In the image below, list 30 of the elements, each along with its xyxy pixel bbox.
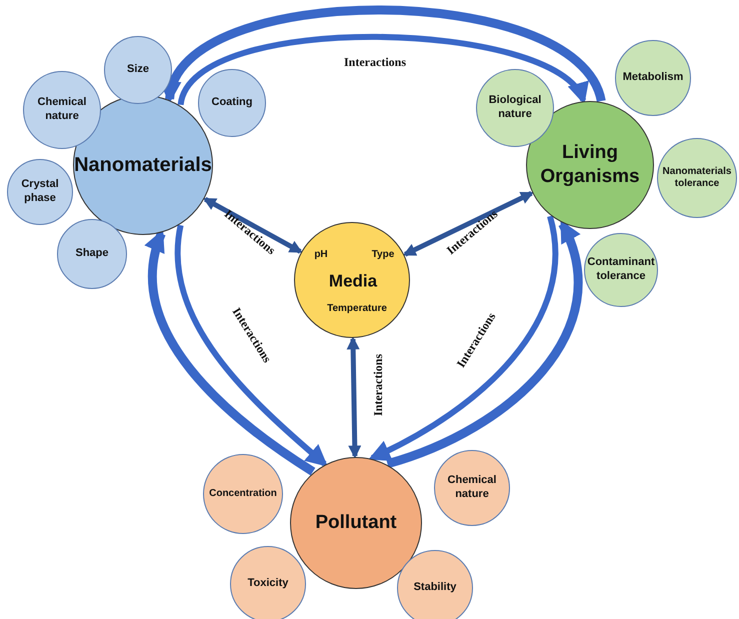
node-label: Coating (210, 96, 254, 110)
node-label: Nanomaterials tolerance (662, 166, 732, 190)
interaction-arrow (174, 224, 328, 467)
interaction-arrow (178, 34, 586, 106)
node-label: Biological nature (488, 94, 542, 122)
node-label: Crystal phase (20, 178, 60, 206)
node-label: Metabolism (622, 71, 684, 85)
node-label: Toxicity (246, 577, 290, 591)
node-label: Pollutant (314, 511, 398, 535)
node-label: Living Organisms (539, 141, 641, 189)
node-label: Media (328, 270, 378, 292)
node-label: Chemical nature (446, 474, 498, 502)
interaction-arrow (402, 191, 534, 257)
node-label: Size (126, 63, 150, 77)
edge-label: Interactions (370, 354, 386, 416)
node-label: Type (372, 248, 394, 262)
interaction-arrow (164, 6, 606, 104)
node-label: Concentration (208, 488, 278, 500)
interaction-arrow (368, 216, 558, 461)
node-label: Temperature (327, 302, 387, 316)
node-label: Nanomaterials (73, 152, 213, 178)
node-label: Shape (74, 247, 110, 261)
edge-label: Interactions (344, 54, 406, 71)
node-label: Chemical nature (36, 96, 88, 124)
interaction-arrow (202, 197, 303, 254)
interaction-arrow (346, 336, 362, 459)
node-label: Stability (412, 581, 458, 595)
node-label: Contaminant tolerance (586, 256, 656, 284)
node-label: pH (314, 248, 328, 262)
interaction-arrow (386, 220, 582, 468)
